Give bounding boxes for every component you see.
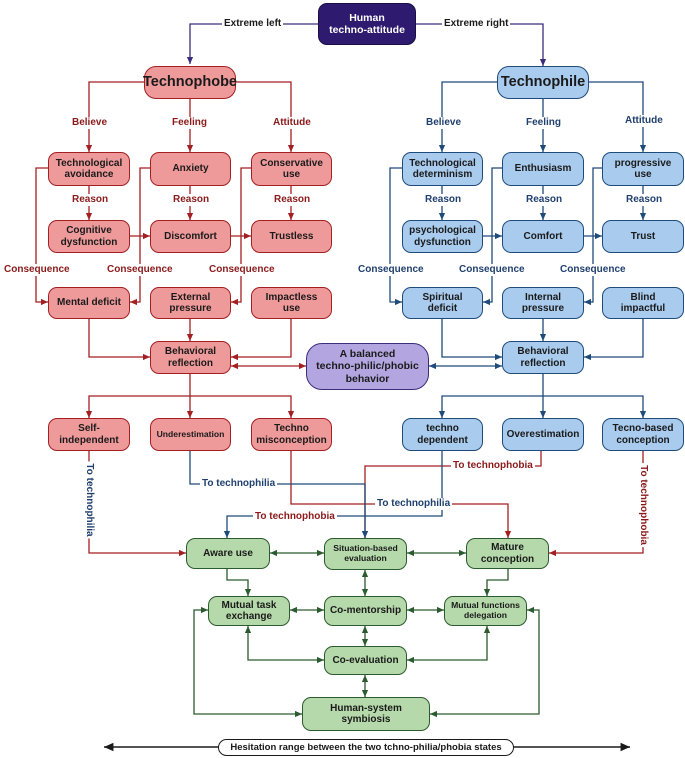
to-technophilia-vertical-label: To technophilia bbox=[83, 461, 95, 539]
blue-column-feeling: Feeling bbox=[524, 117, 564, 129]
balanced-behavior-node: A balanced techno-philic/phobic behavior bbox=[306, 343, 429, 390]
cognitive-dysfunction-node: Cognitive dysfunction bbox=[48, 220, 130, 253]
to-technophobia-vertical-label: To technophobia bbox=[637, 463, 649, 547]
edge-label-extreme-right: Extreme right bbox=[442, 18, 511, 30]
blue-behavioral-reflection-node: Behavioral reflection bbox=[502, 341, 584, 374]
hesitation-range-label: Hesitation range between the two tchno-p… bbox=[218, 739, 514, 756]
blind-impactful-node: Blind impactful bbox=[602, 287, 684, 319]
blue-reason-label-3: Reason bbox=[624, 194, 665, 206]
underestimation-node: Underestimation bbox=[150, 418, 231, 451]
psychological-dysfunction-node: psychological dysfunction bbox=[402, 220, 483, 253]
red-behavioral-reflection-node: Behavioral reflection bbox=[150, 341, 231, 374]
impactless-use-node: Impactless use bbox=[251, 287, 332, 319]
self-independent-node: Self- independent bbox=[48, 418, 130, 451]
edge-label-extreme-left: Extreme left bbox=[222, 18, 284, 30]
trust-node: Trust bbox=[602, 220, 684, 253]
technological-avoidance-node: Technological avoidance bbox=[48, 152, 130, 186]
blue-consequence-label-3: Consequence bbox=[558, 264, 628, 276]
blue-reason-label-1: Reason bbox=[423, 194, 464, 206]
techno-misconception-node: Techno misconception bbox=[251, 418, 332, 451]
to-technophilia-label-2: To technophilia bbox=[375, 498, 453, 510]
aware-use-node: Aware use bbox=[186, 538, 270, 569]
red-reason-label-1: Reason bbox=[70, 194, 111, 206]
techno-dependent-node: techno dependent bbox=[402, 418, 483, 451]
to-technophobia-label-top: To technophobia bbox=[451, 460, 535, 472]
blue-consequence-label-2: Consequence bbox=[457, 264, 527, 276]
mental-deficit-node: Mental deficit bbox=[48, 287, 130, 319]
human-system-symbiosis-node: Human-system symbiosis bbox=[302, 697, 430, 731]
comfort-node: Comfort bbox=[502, 220, 584, 253]
root-node-human-techno-attitude: Human techno-attitude bbox=[318, 3, 416, 45]
external-pressure-node: External pressure bbox=[150, 287, 231, 319]
overestimation-node: Overestimation bbox=[502, 418, 584, 451]
red-column-believe: Believe bbox=[70, 117, 110, 129]
red-reason-label-2: Reason bbox=[171, 194, 212, 206]
red-consequence-label-1: Consequence bbox=[2, 264, 72, 276]
red-consequence-label-2: Consequence bbox=[105, 264, 175, 276]
spiritual-deficit-node: Spiritual deficit bbox=[402, 287, 483, 319]
red-column-attitude: Attitude bbox=[271, 117, 313, 129]
mutual-functions-delegation-node: Mutual functions delegation bbox=[444, 596, 527, 626]
progressive-use-node: progressive use bbox=[602, 152, 684, 186]
technophile-node: Technophile bbox=[497, 66, 589, 99]
co-mentorship-node: Co-mentorship bbox=[324, 596, 407, 626]
red-reason-label-3: Reason bbox=[272, 194, 313, 206]
anxiety-node: Anxiety bbox=[150, 152, 231, 186]
blue-consequence-label-1: Consequence bbox=[356, 264, 426, 276]
blue-reason-label-2: Reason bbox=[524, 194, 565, 206]
conservative-use-node: Conservative use bbox=[251, 152, 332, 186]
tecno-based-conception-node: Tecno-based conception bbox=[602, 418, 684, 451]
to-technophobia-label-mid: To technophobia bbox=[253, 511, 337, 523]
mature-conception-node: Mature conception bbox=[466, 538, 549, 569]
situation-based-evaluation-node: Situation-based evaluation bbox=[324, 538, 407, 570]
trustless-node: Trustless bbox=[251, 220, 332, 253]
technological-determinism-node: Technological determinism bbox=[402, 152, 483, 186]
blue-column-attitude: Attitude bbox=[623, 115, 665, 127]
blue-column-believe: Believe bbox=[424, 117, 464, 129]
discomfort-node: Discomfort bbox=[150, 220, 231, 253]
internal-pressure-node: Internal pressure bbox=[502, 287, 584, 319]
technophobe-node: Technophobe bbox=[143, 66, 237, 99]
red-column-feeling: Feeling bbox=[170, 117, 210, 129]
enthusiasm-node: Enthusiasm bbox=[502, 152, 584, 186]
co-evaluation-node: Co-evaluation bbox=[324, 646, 407, 675]
red-consequence-label-3: Consequence bbox=[207, 264, 277, 276]
to-technophilia-label-1: To technophilia bbox=[200, 478, 278, 490]
mutual-task-exchange-node: Mutual task exchange bbox=[208, 596, 290, 626]
